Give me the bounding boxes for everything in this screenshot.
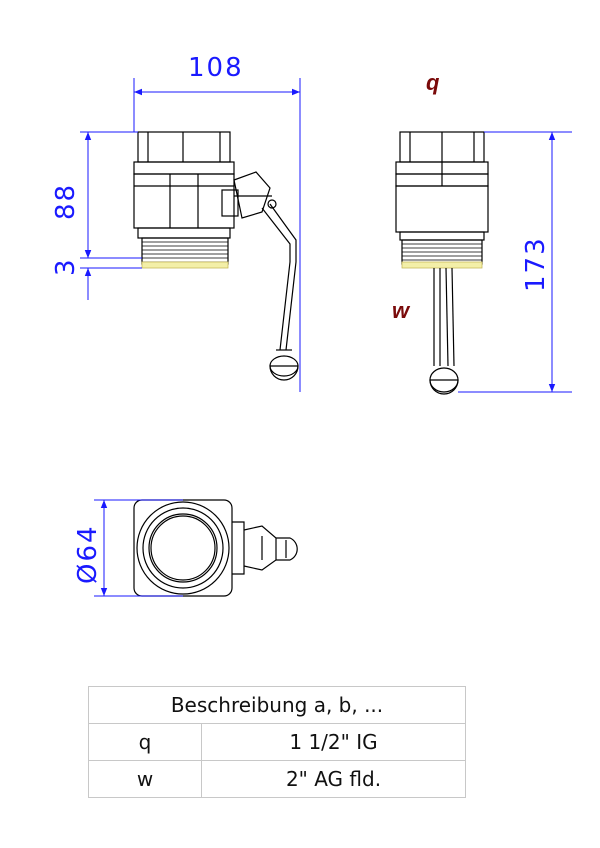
side-dimensions <box>458 131 572 393</box>
dim-height-88: 88 <box>51 183 81 220</box>
description-table: Beschreibung a, b, ... q 1 1/2" IG w 2" … <box>88 686 466 798</box>
row-value: 2" AG fld. <box>201 760 466 798</box>
top-view <box>133 499 298 597</box>
marker-q: q <box>426 70 440 95</box>
table-row: w 2" AG fld. <box>88 760 466 798</box>
row-value: 1 1/2" IG <box>201 723 466 761</box>
dim-thread-3: 3 <box>51 257 81 276</box>
table-header-row: Beschreibung a, b, ... <box>88 686 466 724</box>
front-view <box>133 131 299 381</box>
dim-width-108: 108 <box>188 53 244 83</box>
top-dimensions <box>94 499 183 597</box>
dim-total-height-173: 173 <box>521 236 551 292</box>
front-dimensions <box>80 78 301 392</box>
table-row: q 1 1/2" IG <box>88 723 466 761</box>
side-view <box>395 131 489 395</box>
table-header: Beschreibung a, b, ... <box>88 686 466 724</box>
dim-diameter-64: Ø64 <box>73 524 103 584</box>
row-key: q <box>88 723 202 761</box>
row-key: w <box>88 760 202 798</box>
marker-w: w <box>392 298 411 323</box>
